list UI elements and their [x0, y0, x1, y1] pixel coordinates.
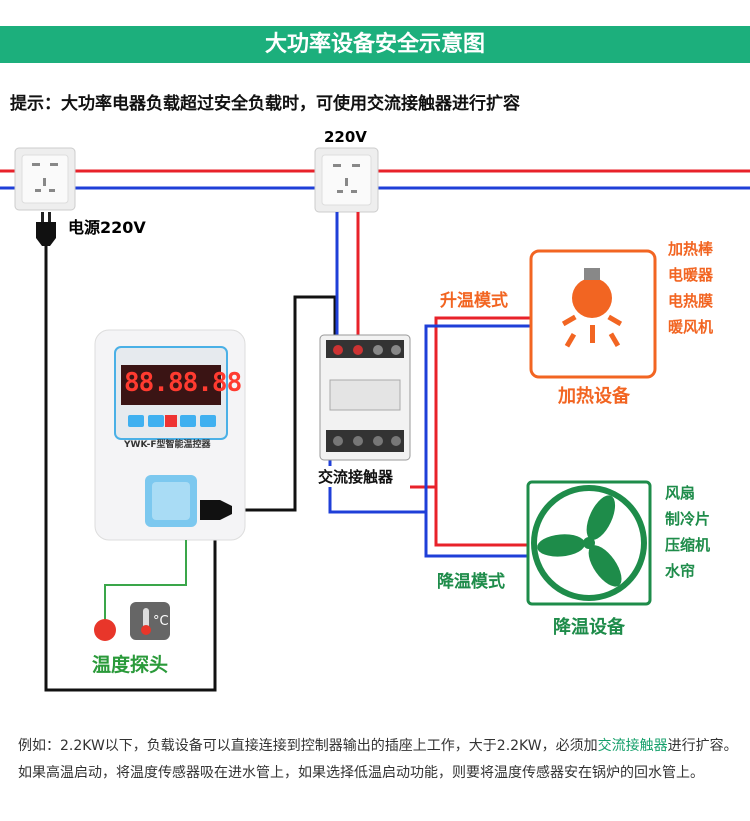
wall-socket-icon	[14, 147, 76, 211]
coil-wire	[235, 295, 337, 512]
wall-socket-icon	[314, 147, 379, 213]
probe-cable	[104, 540, 187, 620]
hint-text: 提示：大功率电器负载超过安全负载时，可使用交流接触器进行扩容	[10, 94, 520, 114]
list-item: 暖风机	[668, 318, 714, 336]
controller-plug-icon	[200, 500, 232, 520]
list-item: 风扇	[665, 484, 696, 502]
light-bulb-icon	[561, 268, 623, 348]
controller-model: YWK-F型智能温控器	[124, 440, 211, 450]
cool-device-list: 风扇 制冷片 压缩机 水帘	[665, 480, 710, 584]
list-item: 电热膜	[668, 292, 714, 310]
temperature-controller	[94, 329, 246, 541]
probe-icon	[94, 619, 116, 641]
thermometer-icon: °C	[130, 602, 170, 640]
note-highlight: 交流接触器	[597, 738, 668, 754]
power-cable	[44, 246, 217, 692]
list-item: 加热棒	[668, 240, 714, 258]
note-part: 进行扩容。如果高温启动，将温度传感器吸在进水管上，如果选择低温启动功能，则要将温…	[18, 738, 738, 781]
note-part: 例如：2.2KW以下，负载设备可以直接连接到控制器输出的插座上工作，大于2.2K…	[18, 738, 598, 754]
heat-mode-label: 升温模式	[440, 291, 508, 311]
list-item: 电暖器	[668, 266, 714, 284]
power-label: 电源220V	[68, 218, 146, 237]
power-plug-icon	[36, 212, 56, 246]
voltage-label: 220V	[324, 128, 367, 146]
controller-display: 88.88.88	[124, 368, 242, 398]
probe-label: 温度探头	[92, 654, 169, 676]
cool-mode-label: 降温模式	[437, 572, 505, 592]
note-text: 例如：2.2KW以下，负载设备可以直接连接到控制器输出的插座上工作，大于2.2K…	[18, 733, 738, 787]
list-item: 制冷片	[665, 510, 711, 528]
list-item: 压缩机	[665, 536, 711, 554]
heat-device-list: 加热棒 电暖器 电热膜 暖风机	[668, 236, 713, 340]
contactor-label: 交流接触器	[318, 466, 394, 487]
cool-device-label: 降温设备	[553, 617, 625, 638]
page-title: 大功率设备安全示意图	[0, 26, 750, 63]
contactor-icon	[319, 334, 411, 461]
fan-icon	[531, 485, 647, 601]
heat-device-label: 加热设备	[558, 386, 630, 407]
list-item: 水帘	[665, 562, 696, 580]
svg-text:°C: °C	[153, 614, 169, 629]
